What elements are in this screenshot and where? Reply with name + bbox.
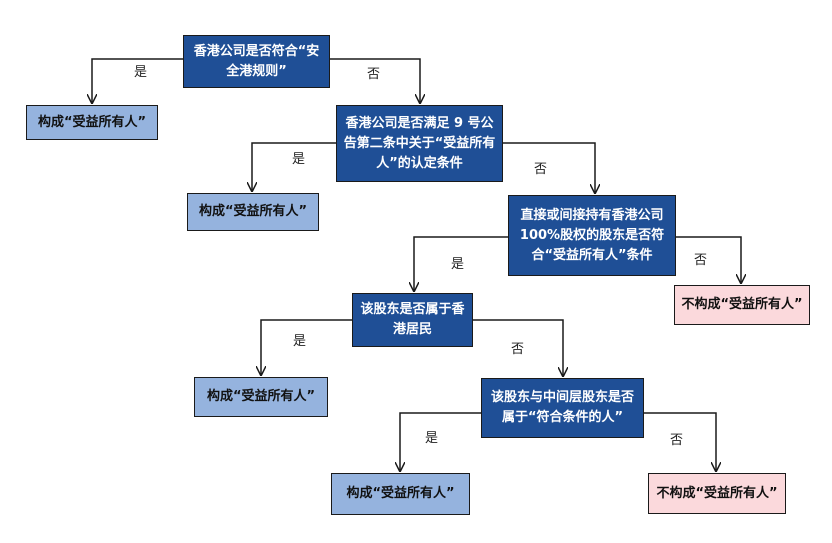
decision-hk-resident: 该股东是否属于香港居民 bbox=[352, 293, 473, 347]
label-yes-1: 是 bbox=[134, 65, 148, 80]
edge-d2-d3 bbox=[503, 142, 595, 193]
edge-d1-r1 bbox=[92, 58, 183, 103]
edge-d2-r2 bbox=[252, 142, 336, 191]
result-beneficial-owner-4: 构成“受益所有人” bbox=[331, 473, 470, 515]
edge-d3-d4 bbox=[414, 236, 508, 291]
edge-d4-d5 bbox=[473, 319, 563, 376]
label-no-5: 否 bbox=[670, 433, 684, 448]
label-yes-3: 是 bbox=[451, 257, 465, 272]
result-beneficial-owner-2: 构成“受益所有人” bbox=[187, 193, 319, 231]
label-no-2: 否 bbox=[534, 162, 548, 177]
result-not-beneficial-owner-2: 不构成“受益所有人” bbox=[648, 473, 786, 514]
decision-safe-harbor: 香港公司是否符合“安全港规则” bbox=[183, 35, 330, 88]
label-yes-4: 是 bbox=[293, 334, 307, 349]
result-beneficial-owner-1: 构成“受益所有人” bbox=[26, 105, 158, 140]
edge-d3-r3 bbox=[676, 236, 741, 283]
label-no-3: 否 bbox=[694, 253, 708, 268]
label-yes-2: 是 bbox=[292, 152, 306, 167]
result-not-beneficial-owner-1: 不构成“受益所有人” bbox=[674, 285, 810, 325]
decision-announcement-9: 香港公司是否满足 9 号公告第二条中关于“受益所有人”的认定条件 bbox=[336, 105, 503, 182]
edge-d1-d2 bbox=[330, 58, 420, 103]
edge-d5-r5 bbox=[400, 412, 481, 471]
decision-shareholder-qualifies: 直接或间接持有香港公司100%股权的股东是否符合“受益所有人”条件 bbox=[508, 195, 676, 276]
label-yes-5: 是 bbox=[425, 431, 439, 446]
edge-d4-r4 bbox=[261, 319, 352, 375]
label-no-4: 否 bbox=[511, 342, 525, 357]
edge-d5-r6 bbox=[644, 412, 716, 471]
label-no-1: 否 bbox=[367, 67, 381, 82]
result-beneficial-owner-3: 构成“受益所有人” bbox=[194, 377, 328, 417]
decision-qualified-person: 该股东与中间层股东是否属于“符合条件的人” bbox=[481, 378, 644, 438]
